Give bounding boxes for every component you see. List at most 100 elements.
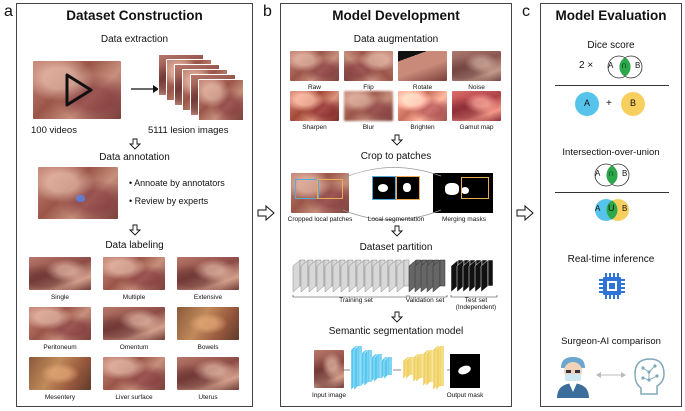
images-count-label: 5111 lesion images [148, 125, 229, 136]
aug-gamut-image [452, 91, 501, 121]
panel-b-title: Model Development [332, 8, 460, 23]
iou-intersect-symbol: ∩ [608, 168, 615, 178]
plus-sign: + [606, 98, 612, 109]
partition-label-test: Test set [464, 297, 488, 304]
surgeon-icon [557, 357, 589, 398]
patch-box [295, 179, 319, 199]
panel-a-letter: a [4, 3, 13, 20]
aug-label: Noise [468, 84, 485, 91]
down-arrow-icon [391, 311, 403, 323]
data-extraction-label: Data extraction [100, 34, 169, 45]
right-arrow-icon [131, 85, 159, 93]
grid-label: Single [50, 294, 70, 301]
grid-image-bowels [177, 307, 239, 340]
videos-count-label: 100 videos [31, 125, 77, 136]
partition-slab [480, 259, 494, 293]
seg-patch [372, 176, 396, 200]
set-b-circle [621, 92, 645, 116]
right-hollow-arrow-icon [516, 205, 534, 221]
down-arrow-icon [129, 138, 141, 150]
video-thumbnail [33, 61, 121, 119]
merged-mask [433, 173, 493, 213]
flow-arc [342, 167, 442, 221]
realtime-label: Real-time inference [567, 254, 655, 265]
ai-brain-icon [634, 358, 665, 395]
grid-label: Bowels [197, 344, 219, 351]
grid-label: Extensive [193, 294, 223, 301]
data-augmentation-label: Data augmentation [353, 34, 439, 45]
aug-rotate-image [398, 51, 447, 81]
down-arrow-icon [391, 134, 403, 146]
dice-factor: 2 × [579, 60, 594, 71]
annotation-bullet-2: • Review by experts [129, 196, 209, 206]
partition-stack [292, 259, 498, 298]
panel-a-title: Dataset Construction [66, 8, 203, 23]
iou-a-label: A [595, 169, 601, 178]
down-arrow-icon [129, 224, 141, 236]
aug-label: Gamut map [459, 124, 494, 131]
grid-image-uterus [177, 357, 239, 390]
aug-brighten-image [398, 91, 447, 121]
right-hollow-arrow-icon [257, 205, 275, 221]
output-mask [450, 354, 480, 388]
crop-label: Cropped local patches [287, 216, 353, 223]
play-icon [65, 73, 93, 107]
down-arrow-icon [391, 225, 403, 237]
local-segmentation [372, 176, 420, 210]
double-arrow-icon [596, 372, 626, 378]
set-a-circle [575, 92, 599, 116]
annotation-mark [76, 195, 85, 202]
input-image [314, 350, 344, 388]
panel-model-evaluation: Model Evaluation Dice score 2 × A ∩ B A … [540, 3, 682, 407]
network-block [373, 353, 382, 383]
grid-image-extensive [177, 257, 239, 290]
network-block [353, 345, 362, 391]
dice-score-label: Dice score [587, 40, 635, 51]
network-block [405, 356, 414, 380]
aug-label: Blur [362, 124, 375, 131]
venn-a-label: A [608, 61, 614, 70]
stack-image [198, 79, 244, 121]
surgeon-ai-label: Surgeon-AI comparison [561, 336, 661, 347]
aug-noise-image [452, 51, 501, 81]
partition-slab [396, 259, 410, 293]
iou-intersection-venn [594, 163, 630, 187]
grid-label: Omentum [119, 344, 149, 351]
union-symbol: U [608, 203, 615, 213]
grid-label: Peritoneum [43, 344, 77, 351]
network-block [435, 345, 444, 391]
network-block [425, 349, 434, 387]
panel-b-letter: b [263, 3, 272, 20]
seg-patch [396, 176, 420, 200]
aug-label: Sharpen [302, 124, 327, 131]
semantic-model-label: Semantic segmentation model [328, 326, 464, 337]
network-block [415, 353, 424, 383]
union-venn [595, 199, 629, 221]
grid-label: Multiple [122, 294, 146, 301]
cropped-patch-image [291, 173, 349, 213]
crop-patches-label: Crop to patches [360, 151, 432, 162]
data-annotation-label: Data annotation [99, 152, 170, 163]
grid-image-peritoneum [29, 307, 91, 340]
venn-b-label: B [635, 61, 641, 70]
chip-icon [599, 273, 625, 299]
partition-bracket [450, 295, 498, 298]
partition-label-independent: (Independent) [455, 304, 497, 311]
grid-label: Liver surface [115, 394, 153, 401]
aug-blur-image [344, 91, 393, 121]
io-label-input: Input image [312, 392, 346, 399]
crop-label: Local segmentation [367, 216, 425, 223]
partition-label-training: Training set [339, 297, 373, 304]
data-labeling-label: Data labeling [105, 240, 164, 251]
partition-bracket [408, 295, 448, 298]
union-a-label: A [595, 204, 601, 213]
partition-label-validation: Validation set [405, 297, 445, 304]
bullet-text: Annoate by annotators [134, 178, 225, 188]
partition-slab [432, 259, 446, 293]
partition-bracket [292, 295, 408, 298]
set-a-label: A [583, 98, 590, 108]
annotation-image [38, 167, 118, 219]
grid-label: Uterus [198, 394, 218, 401]
aug-raw-image [290, 51, 339, 81]
grid-image-mesentery [29, 357, 91, 390]
